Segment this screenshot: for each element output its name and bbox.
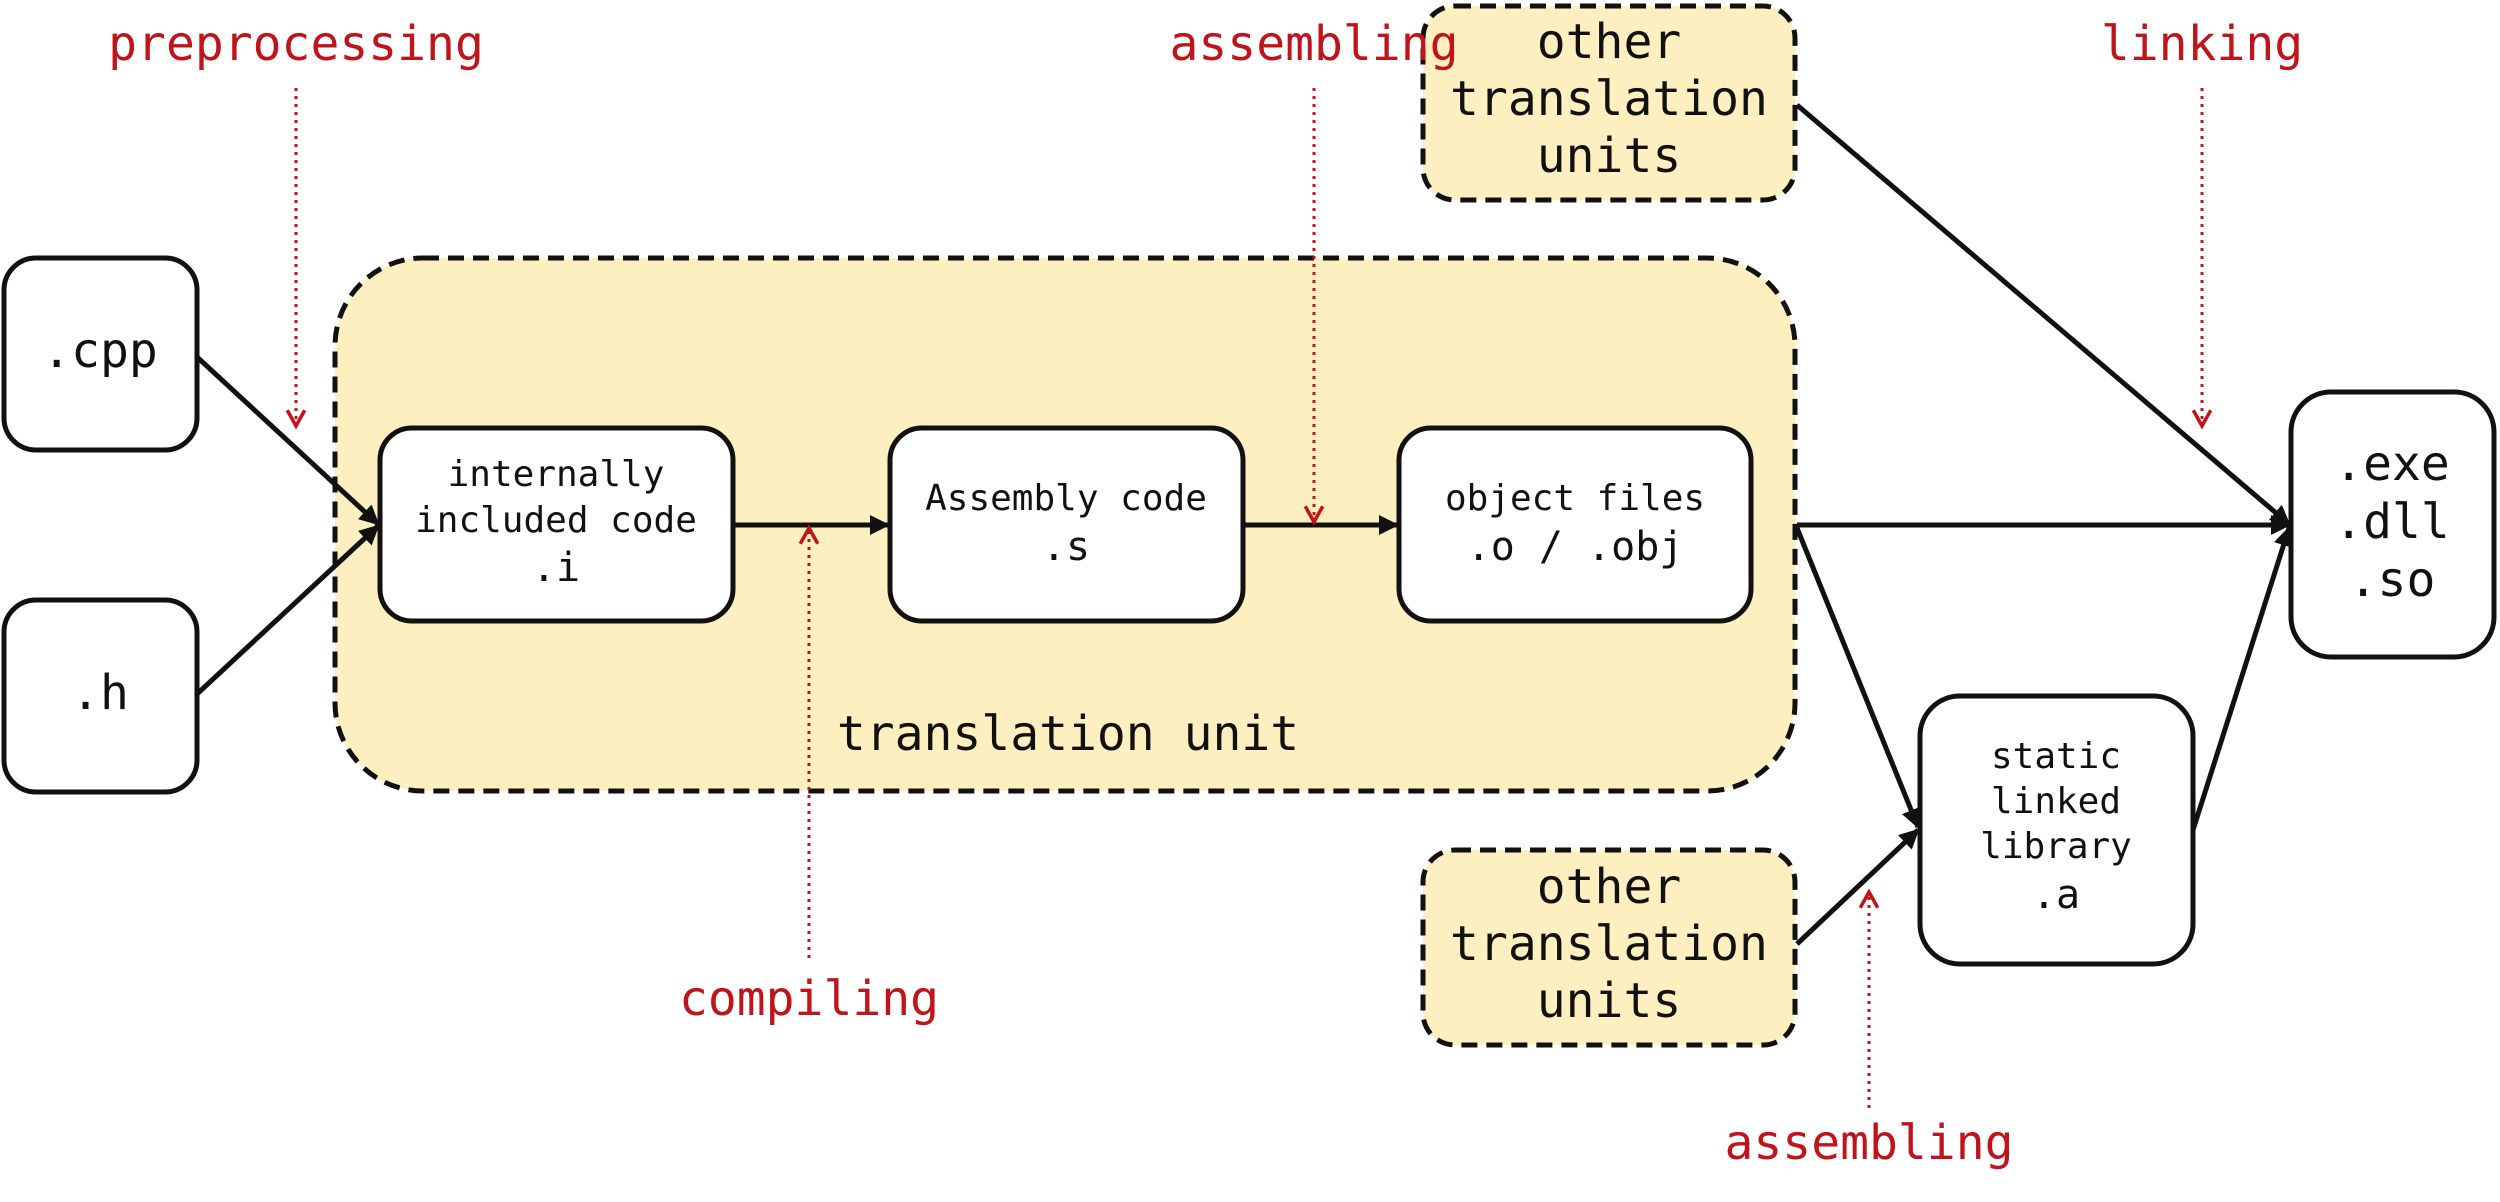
phase-compiling-label: compiling (679, 971, 939, 1027)
other-top-line-2: translation (1450, 71, 1768, 127)
output-box (2288, 389, 2497, 660)
phase-preprocessing-label: preprocessing (108, 16, 484, 72)
static-library-line-3: library (1980, 826, 2132, 867)
other-top-line-3: units (1537, 128, 1682, 184)
intermediate-line-3: .i (532, 545, 580, 591)
output-line-1: .exe (2334, 436, 2450, 492)
object-line-2: .o / .obj (1467, 524, 1684, 570)
phase-assembling-top-label: assembling (1170, 16, 1459, 72)
object-line-1: object files (1445, 478, 1705, 519)
assembly-line-2: .s (1042, 524, 1090, 570)
output-line-2: .dll (2334, 494, 2450, 550)
object-box (1396, 425, 1754, 624)
arrow-other-top-to-output (1795, 103, 2291, 526)
static-library-node: static linked library .a (1917, 693, 2196, 967)
static-library-line-1: static (1991, 736, 2121, 777)
other-bottom-line-2: translation (1450, 916, 1768, 972)
source-h-label: .h (71, 665, 129, 721)
phase-linking-label: linking (2101, 16, 2303, 72)
source-h-node: .h (1, 597, 200, 795)
other-translation-units-bottom: other translation units (1420, 847, 1798, 1048)
arrow-cpp-to-intermediate (195, 355, 380, 526)
intermediate-line-2: included code (415, 500, 697, 541)
other-top-line-1: other (1537, 14, 1682, 70)
source-cpp-box (1, 255, 200, 453)
source-cpp-node: .cpp (1, 255, 200, 453)
source-h-box (1, 597, 200, 795)
arrow-object-to-static-library (1794, 527, 1921, 829)
output-node: .exe .dll .so (2288, 389, 2497, 660)
other-translation-units-top: other translation units (1420, 3, 1798, 203)
assembly-line-1: Assembly code (925, 478, 1207, 519)
static-library-line-4: .a (2032, 872, 2080, 918)
assembly-node: Assembly code .s (887, 425, 1246, 624)
other-translation-units-top-box (1420, 3, 1798, 203)
other-bottom-line-1: other (1537, 859, 1682, 915)
intermediate-node: internally included code .i (377, 425, 736, 624)
other-translation-units-bottom-box (1420, 847, 1798, 1048)
static-library-line-2: linked (1991, 781, 2121, 822)
object-node: object files .o / .obj (1396, 425, 1754, 624)
arrow-h-to-intermediate (195, 524, 380, 696)
intermediate-line-1: internally (448, 454, 665, 495)
arrow-static-library-to-output (2190, 526, 2294, 831)
phase-annotations: preprocessing compiling assembling linki… (108, 16, 2303, 1171)
arrow-other-bottom-to-static-library (1795, 828, 1920, 946)
source-cpp-label: .cpp (42, 323, 158, 379)
translation-unit-label: translation unit (837, 706, 1299, 762)
output-line-3: .so (2349, 552, 2436, 608)
phase-assembling-bottom-label: assembling (1725, 1115, 2014, 1171)
other-bottom-line-3: units (1537, 973, 1682, 1029)
